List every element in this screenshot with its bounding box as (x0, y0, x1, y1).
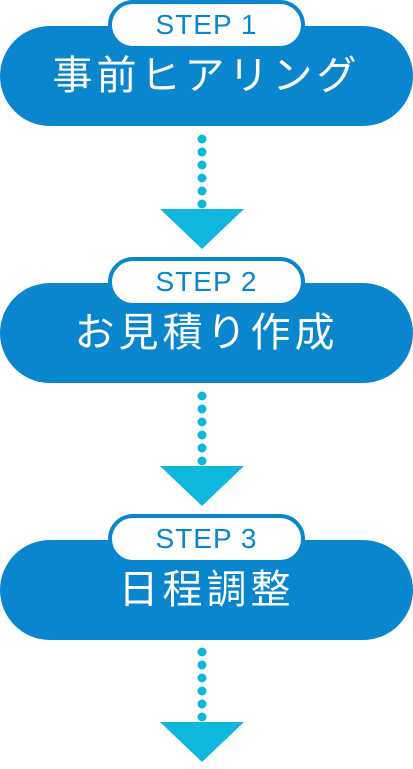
flow-step-2: お見積り作成 STEP 2 (0, 257, 413, 383)
flow-step-3: 日程調整 STEP 3 (0, 514, 413, 640)
step-1-label: STEP 1 (108, 0, 305, 50)
step-1-title: 事前ヒアリング (52, 53, 361, 99)
step-3-label: STEP 3 (108, 514, 305, 564)
flow-step-1: 事前ヒアリング STEP 1 (0, 0, 413, 126)
down-arrow-icon-3 (150, 645, 254, 765)
down-arrow-icon-2 (150, 389, 254, 509)
step-3-title: 日程調整 (118, 567, 295, 613)
down-arrow-icon-1 (150, 132, 254, 252)
step-2-title: お見積り作成 (74, 310, 339, 356)
step-2-label: STEP 2 (108, 257, 305, 307)
